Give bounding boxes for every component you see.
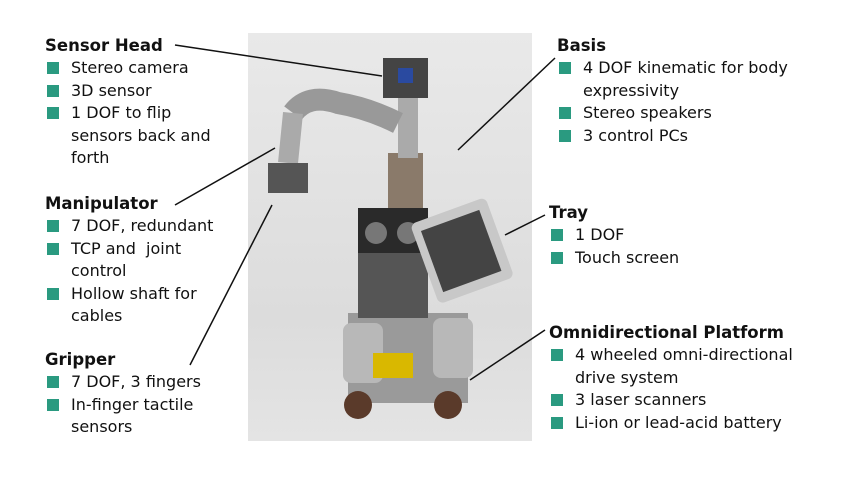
list-item: TCP and joint control [45, 238, 221, 283]
list-item: 7 DOF, redundant [45, 215, 245, 238]
list-item: Stereo speakers [557, 102, 787, 125]
section-title: Omnidirectional Platform [549, 323, 784, 342]
list-item: In-finger tactile sensors [45, 394, 211, 439]
tray-section: Tray 1 DOF Touch screen [549, 202, 749, 269]
list-item: Li-ion or lead-acid battery [549, 412, 829, 435]
list-item: 3 control PCs [557, 125, 787, 148]
basis-section: Basis 4 DOF kinematic for body expressiv… [557, 35, 788, 148]
section-title: Gripper [45, 350, 116, 369]
list-item: Stereo camera [45, 57, 245, 80]
list-item: 1 DOF [549, 224, 749, 247]
list-item: 3 laser scanners [549, 389, 829, 412]
section-title: Manipulator [45, 194, 158, 213]
gripper-section: Gripper 7 DOF, 3 fingers In-finger tacti… [45, 349, 245, 439]
list-item: 4 DOF kinematic for body expressivity [557, 57, 788, 102]
sensor-head-section: Sensor Head Stereo camera 3D sensor 1 DO… [45, 35, 245, 170]
robot-photo [248, 33, 532, 441]
list-item: 7 DOF, 3 fingers [45, 371, 245, 394]
section-title: Tray [549, 203, 588, 222]
section-title: Sensor Head [45, 36, 163, 55]
list-item: 3D sensor [45, 80, 245, 103]
list-item: Touch screen [549, 247, 749, 270]
list-item: 1 DOF to flip sensors back and forth [45, 102, 231, 170]
list-item: Hollow shaft for cables [45, 283, 221, 328]
section-title: Basis [557, 36, 607, 55]
list-item: 4 wheeled omni-directional drive system [549, 344, 800, 389]
manipulator-section: Manipulator 7 DOF, redundant TCP and joi… [45, 193, 245, 328]
platform-section: Omnidirectional Platform 4 wheeled omni-… [549, 322, 829, 434]
